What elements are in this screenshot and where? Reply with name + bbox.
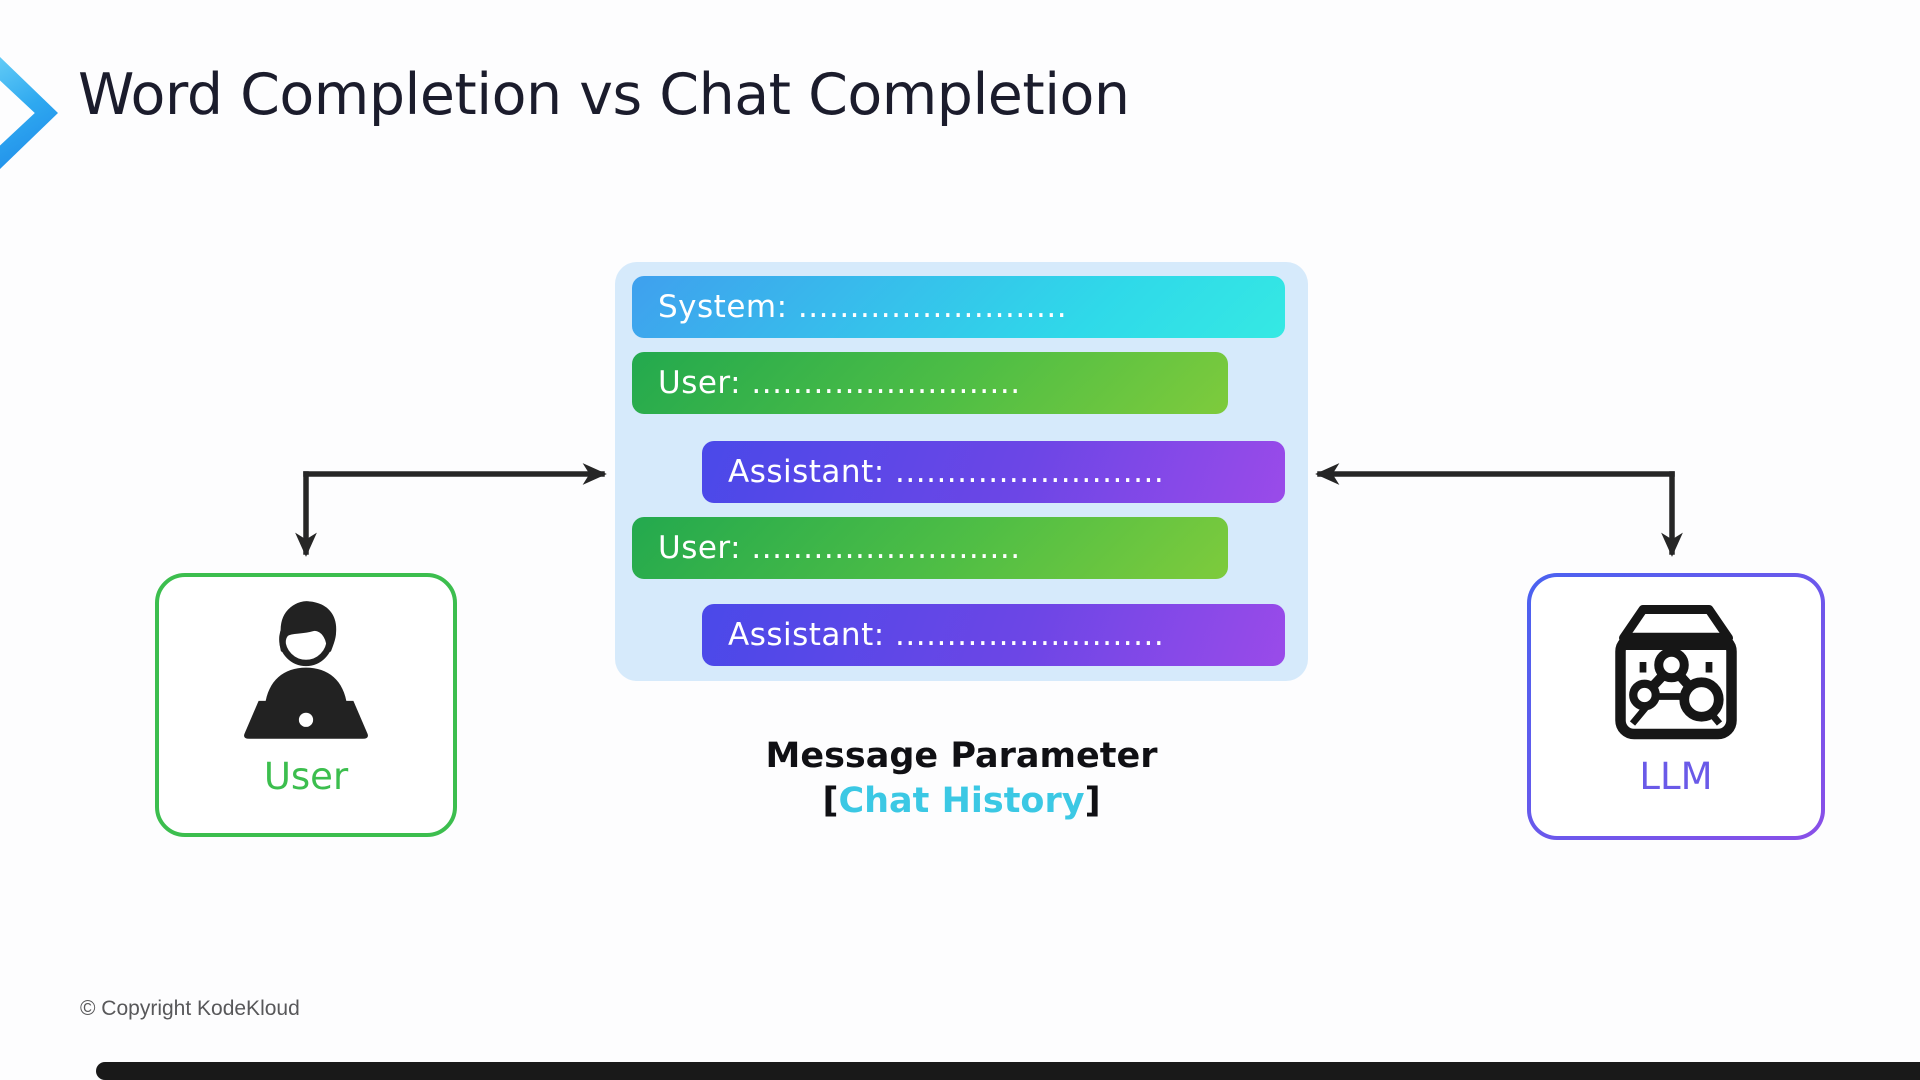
llm-node: LLM [1527,573,1825,840]
person-laptop-icon [244,601,368,739]
flow-arrow-panel-to-llm [1315,463,1683,557]
page-title: Word Completion vs Chat Completion [78,62,1130,128]
caption-line-2: [Chat History] [615,779,1308,824]
message-row-user: User: .......................... [632,352,1228,414]
bracket-close: ] [1084,781,1101,821]
message-row-user: User: .......................... [632,517,1228,579]
bracket-open: [ [822,781,839,821]
user-node: User [155,573,457,837]
progress-bar[interactable] [96,1062,1920,1080]
flow-arrow-user-to-panel [295,463,607,557]
message-row-assistant: Assistant: .......................... [702,441,1285,503]
panel-caption: Message Parameter [Chat History] [615,734,1308,824]
llm-node-label: LLM [1639,755,1713,798]
chat-history-panel: System: .......................... User:… [615,262,1308,681]
chevron-icon [0,57,58,169]
llm-node-body: LLM [1531,577,1821,836]
message-row-system: System: .......................... [632,276,1285,338]
llm-cube-icon [1615,605,1737,740]
chat-history-text: Chat History [838,781,1085,821]
message-row-assistant: Assistant: .......................... [702,604,1285,666]
copyright-text: © Copyright KodeKloud [80,997,300,1020]
user-node-label: User [263,755,349,798]
caption-line-1: Message Parameter [765,736,1158,776]
